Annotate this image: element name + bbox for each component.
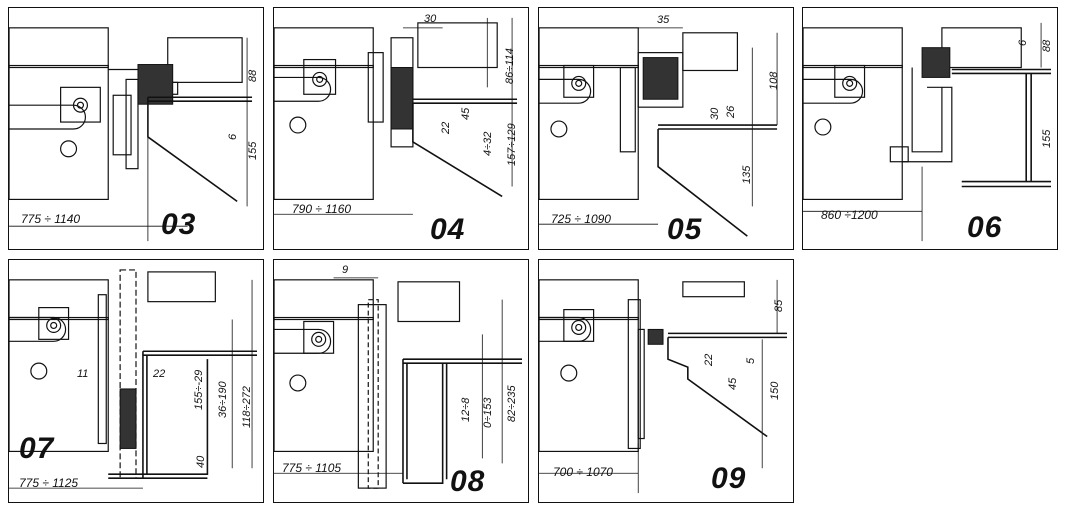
- range-label: 860 ÷1200: [821, 208, 878, 222]
- dim-label: 26: [725, 105, 737, 118]
- range-label: 775 ÷ 1125: [19, 476, 79, 490]
- diagram-number: 05: [667, 213, 703, 246]
- panel-03-drawing: [9, 27, 253, 242]
- panel-07-drawing: [9, 269, 257, 489]
- diagram-panel-09: 85 22 45 5 150 700 ÷ 1070 09: [538, 259, 794, 503]
- dim-label: 88: [247, 69, 259, 82]
- dim-label: 6: [227, 133, 239, 140]
- panel-05-drawing: [539, 27, 778, 237]
- range-label: 700 ÷ 1070: [553, 465, 613, 479]
- range-label: 725 ÷ 1090: [551, 212, 611, 226]
- dim-label: 30: [709, 107, 721, 120]
- dim-label: 86÷114: [504, 48, 516, 84]
- dim-label: 118÷272: [241, 386, 253, 428]
- dim-label: 40: [195, 455, 207, 468]
- dim-label: 157÷129: [506, 123, 518, 166]
- panel-09-drawing: [539, 279, 787, 494]
- dim-label: 155: [247, 141, 259, 160]
- dim-label: 135: [741, 165, 753, 184]
- dim-label: 155: [1041, 129, 1053, 148]
- diagram-number: 09: [711, 462, 747, 495]
- dim-label: 82÷235: [506, 385, 518, 422]
- dim-label: 4÷32: [482, 131, 494, 156]
- diagram-panel-06: 6 88 155 860 ÷1200 06: [802, 7, 1058, 250]
- dim-label: 9: [342, 264, 349, 276]
- diagram-panel-03: 88 6 155 775 ÷ 1140 03: [8, 7, 264, 250]
- diagram-number: 07: [19, 432, 55, 465]
- diagram-panel-05: 35 108 30 26 135 725 ÷ 1090 05: [538, 7, 794, 250]
- dim-label: 0÷153: [482, 397, 494, 428]
- diagram-number: 06: [967, 211, 1003, 244]
- dim-label: 22: [703, 353, 715, 366]
- dim-label: 155÷-29: [193, 369, 205, 410]
- diagram-panel-04: 30 86÷114 22 45 4÷32 157÷129 790 ÷ 1160 …: [273, 7, 529, 250]
- range-label: 775 ÷ 1140: [21, 212, 81, 226]
- dim-label: 85: [773, 299, 785, 312]
- dim-label: 11: [77, 368, 89, 380]
- panel-08-drawing: [274, 277, 522, 489]
- diagram-panel-07: 11 22 155÷-29 36÷190 118÷272 40 07 775 ÷…: [8, 259, 264, 503]
- dim-label: 22: [440, 121, 452, 134]
- dim-label: 6: [1017, 39, 1029, 46]
- diagram-number: 08: [450, 465, 486, 498]
- diagram-number: 04: [430, 213, 466, 246]
- diagram-panel-08: 9 12÷8 0÷153 82÷235 775 ÷ 1105 08: [273, 259, 529, 503]
- dim-label: 45: [727, 377, 739, 390]
- panel-04-drawing: [274, 17, 518, 215]
- diagram-number: 03: [161, 208, 197, 241]
- dim-label: 22: [153, 368, 166, 380]
- dim-label: 108: [768, 71, 780, 90]
- dim-label: 12÷8: [460, 397, 472, 422]
- panel-06-drawing: [803, 22, 1051, 242]
- dim-label: 35: [657, 14, 670, 26]
- dim-label: 88: [1041, 39, 1053, 52]
- range-label: 790 ÷ 1160: [292, 202, 352, 216]
- dim-label: 30: [424, 13, 437, 25]
- dim-label: 45: [460, 107, 472, 120]
- dim-label: 150: [769, 381, 781, 400]
- dim-label: 5: [745, 357, 757, 364]
- dim-label: 36÷190: [217, 381, 229, 418]
- range-label: 775 ÷ 1105: [282, 461, 342, 475]
